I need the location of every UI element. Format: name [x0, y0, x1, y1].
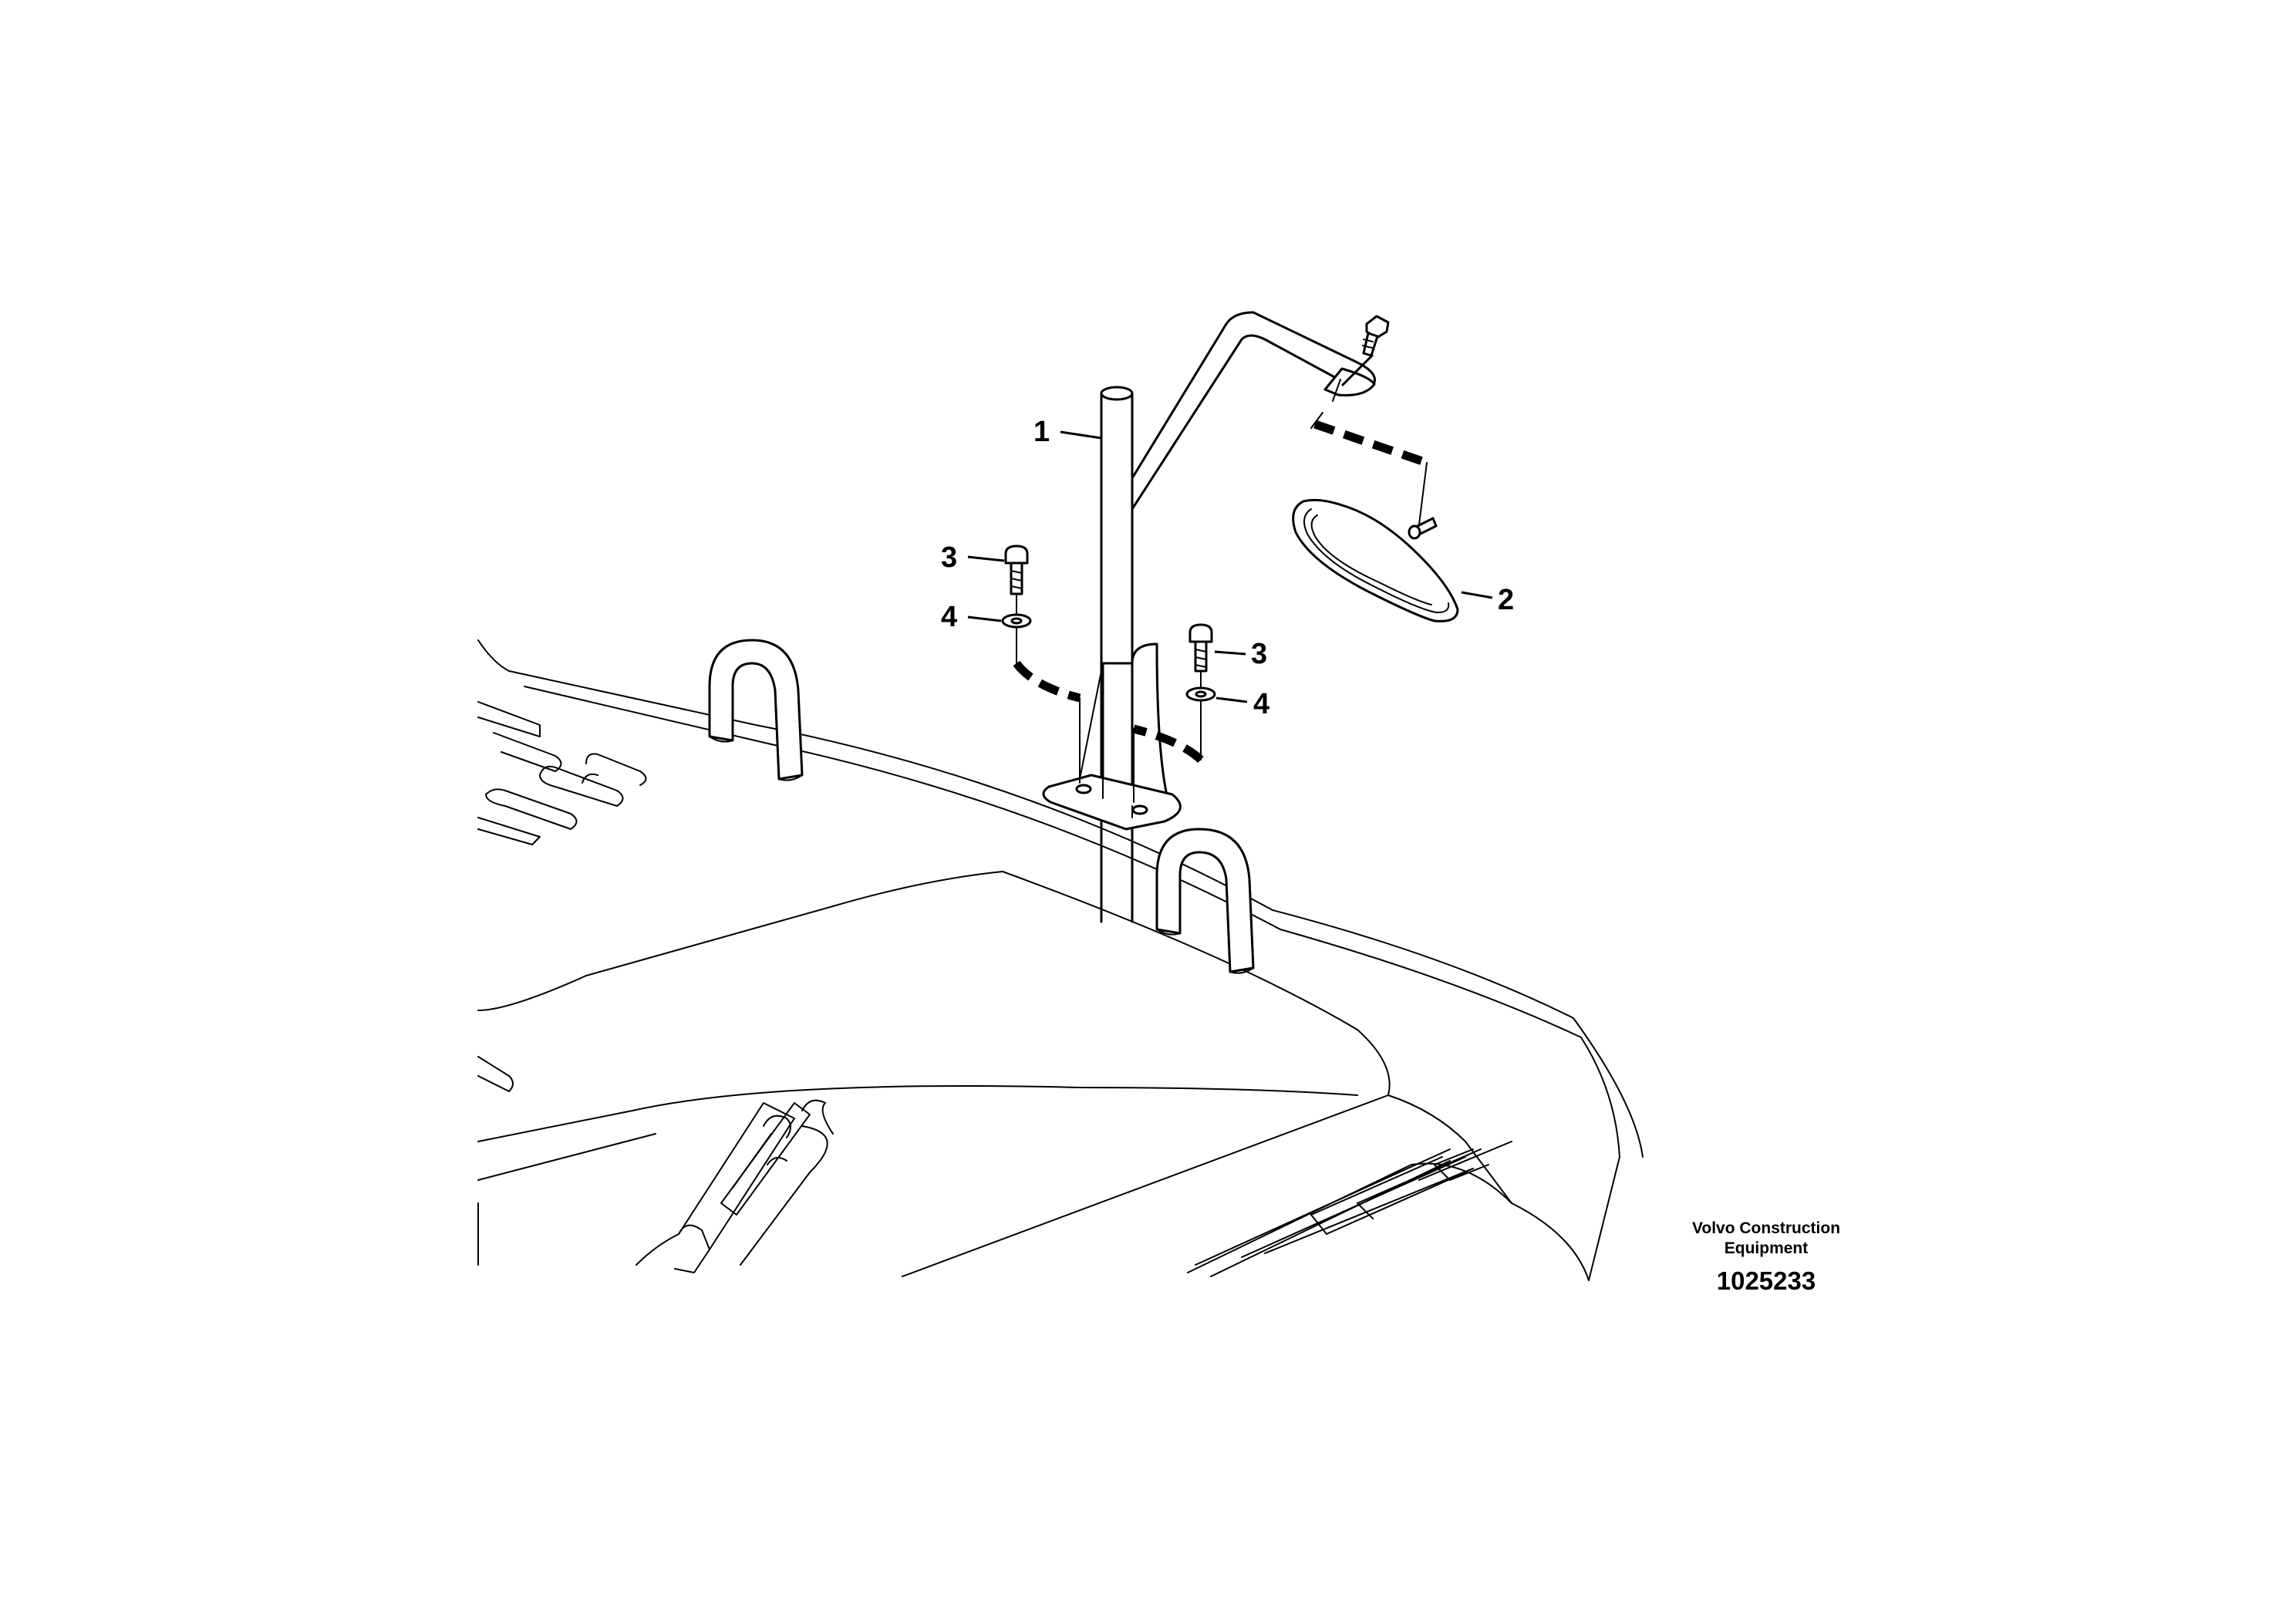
grab-handle-left — [708, 639, 804, 781]
washer-left — [1001, 613, 1032, 629]
assembly-path-lines — [1013, 353, 1428, 803]
latch-mechanism — [636, 1099, 834, 1273]
mirror — [1292, 498, 1459, 622]
mirror-screw — [1362, 315, 1390, 357]
brand-line-2: Equipment — [1724, 1239, 1809, 1257]
vent-grille-right — [1195, 1141, 1512, 1277]
callout-leaders — [967, 430, 1493, 703]
bolt-right — [1188, 623, 1213, 673]
callout-3-right: 3 — [1251, 638, 1267, 670]
callout-3-left: 3 — [941, 541, 957, 574]
mirror-arm — [1042, 311, 1376, 923]
washer-right — [1185, 686, 1216, 702]
vent-slots-left — [477, 701, 647, 1092]
cab-body-outline — [477, 639, 1644, 1281]
brand-line-1: Volvo Construction — [1691, 1219, 1841, 1237]
bolt-left — [1004, 545, 1029, 595]
callout-2: 2 — [1498, 584, 1514, 616]
grab-handle-right — [1155, 828, 1255, 974]
callout-1: 1 — [1033, 416, 1050, 448]
callout-4-right: 4 — [1253, 688, 1269, 720]
figure-number: 1025233 — [1716, 1266, 1816, 1295]
figure-caption: Volvo Construction Equipment 1025233 — [1658, 1219, 1874, 1296]
callout-4-left: 4 — [941, 601, 957, 633]
